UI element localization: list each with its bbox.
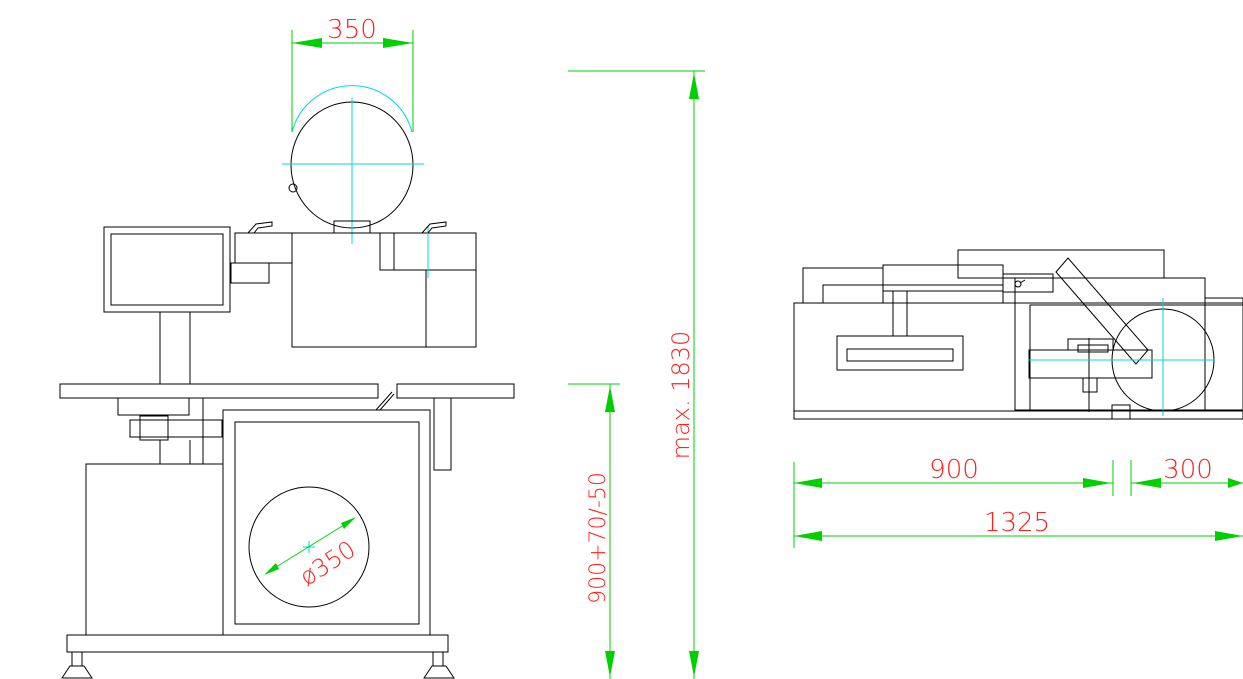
table-top [59, 383, 515, 471]
labeling-head [282, 85, 424, 244]
total-length-label: 1325 [984, 508, 1050, 538]
dimension-conveyor: 900 300 [793, 455, 1243, 548]
dimension-table-height: 900+70/-50 [568, 383, 620, 679]
dimension-max-height: max. 1830 [568, 70, 705, 679]
dimension-head-width: 350 [291, 15, 414, 132]
conveyor-length-label: 900 [929, 455, 979, 485]
table-height-label: 900+70/-50 [586, 472, 611, 604]
max-height-label: max. 1830 [667, 331, 695, 460]
head-cabinet [230, 221, 477, 348]
top-view-machine [793, 249, 1243, 420]
front-view: ø350 350 900+70/-50 [59, 15, 705, 679]
head-width-label: 350 [327, 15, 377, 45]
head-length-label: 300 [1163, 455, 1213, 485]
dimension-total-length: 1325 [794, 508, 1243, 541]
machine-base [61, 634, 455, 679]
lower-cabinet: ø350 [85, 409, 431, 636]
roll-diameter-label: ø350 [295, 535, 361, 591]
monitor [103, 226, 231, 384]
top-view: 900 300 1325 [793, 249, 1243, 548]
